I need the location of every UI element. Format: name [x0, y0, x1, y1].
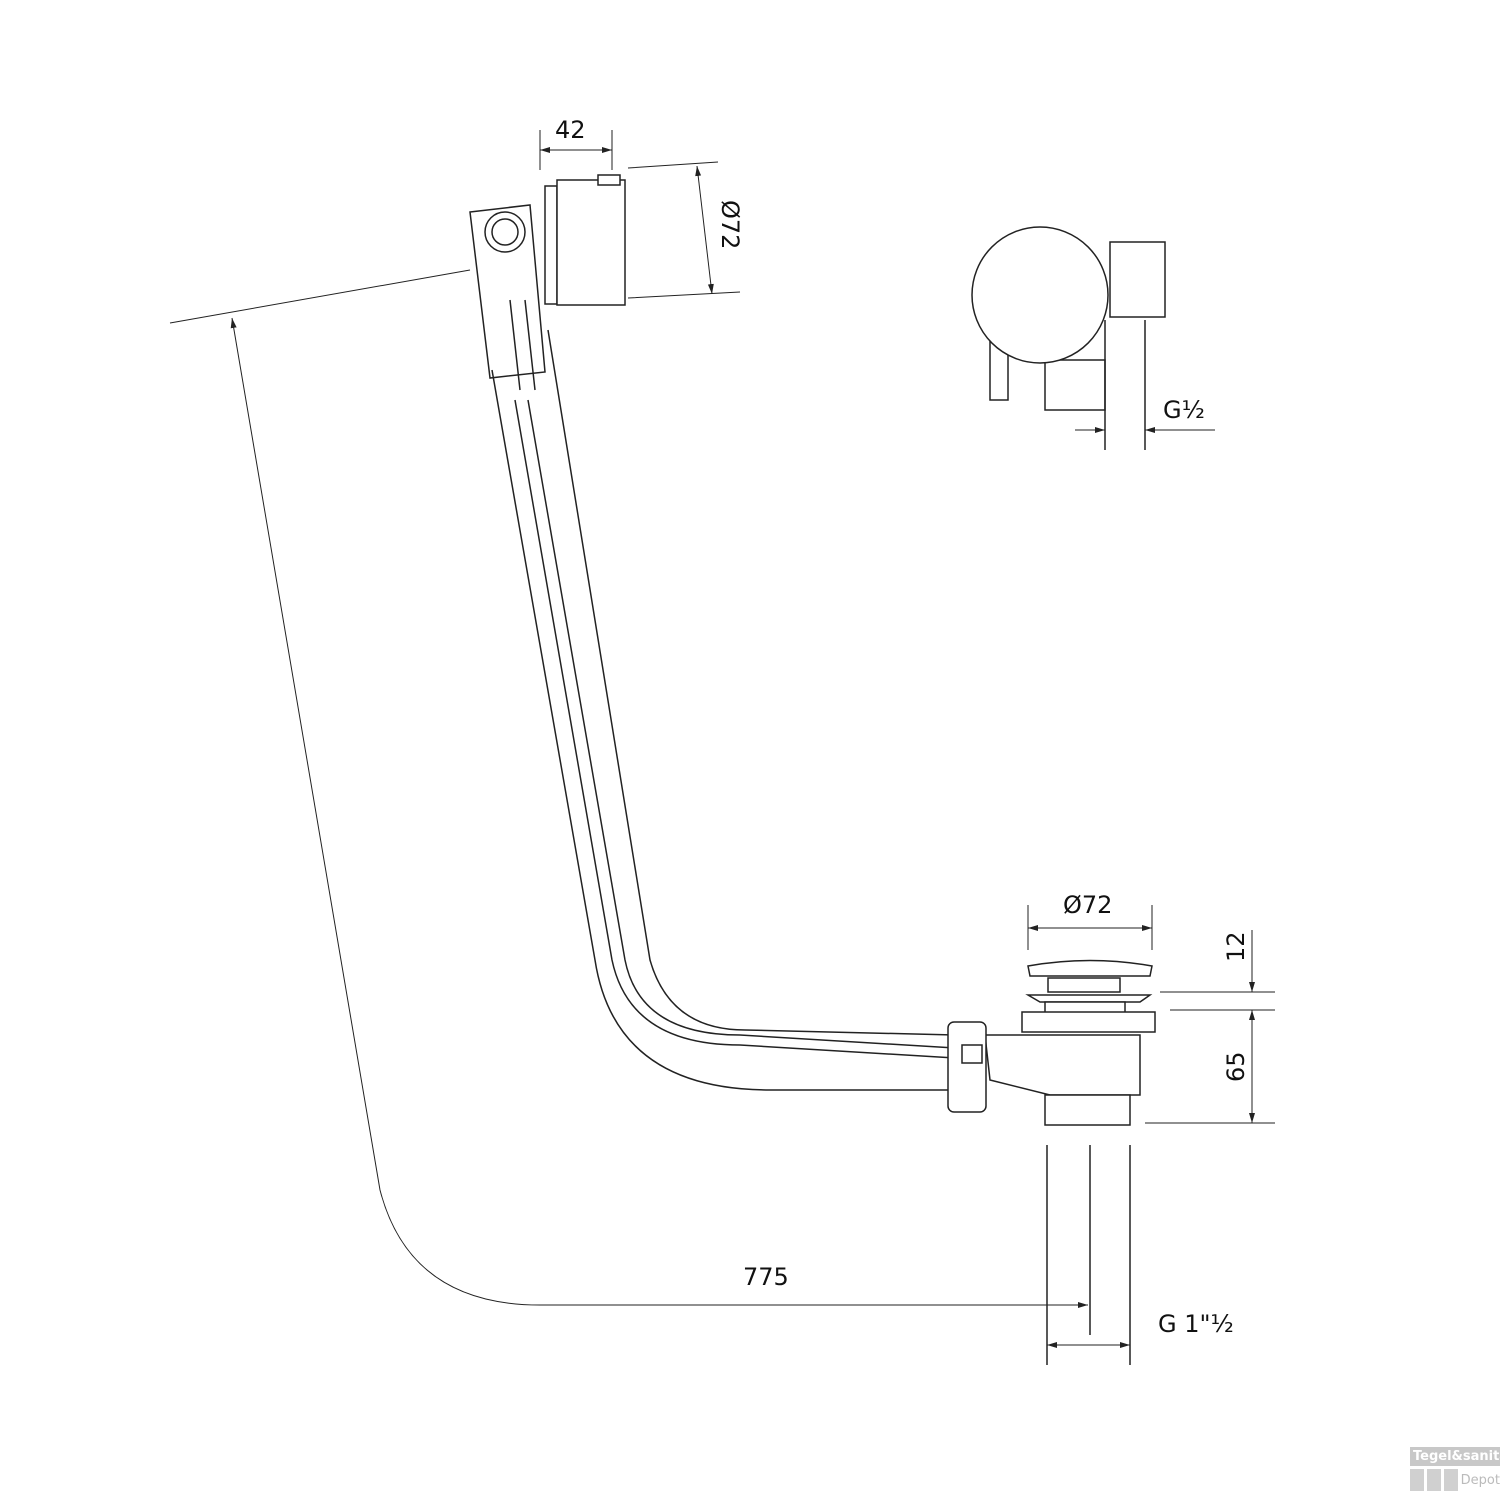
- dim-cap-height: 12: [1222, 931, 1250, 962]
- outlet-pipe: [1046, 1145, 1131, 1365]
- watermark-line1: Tegel&sanitair: [1410, 1447, 1500, 1466]
- dim-overflow-depth: 42: [555, 116, 586, 144]
- overflow-head: [469, 174, 626, 391]
- dimension-lines: [169, 130, 1275, 1348]
- waste-fitting: [947, 959, 1156, 1126]
- dim-waste-diameter: Ø72: [1063, 891, 1112, 919]
- side-detail: [971, 226, 1166, 450]
- watermark-line2: Depot: [1460, 1472, 1500, 1488]
- dim-waste-height: 65: [1222, 1051, 1250, 1082]
- watermark-logo: Tegel&sanitair Depot: [1410, 1447, 1500, 1500]
- dim-length: 775: [743, 1263, 789, 1291]
- dim-inlet-thread: G½: [1163, 396, 1205, 424]
- pipes: [491, 329, 956, 1091]
- dim-overflow-diameter: Ø72: [716, 200, 744, 249]
- dim-outlet-thread: G 1"½: [1158, 1310, 1234, 1338]
